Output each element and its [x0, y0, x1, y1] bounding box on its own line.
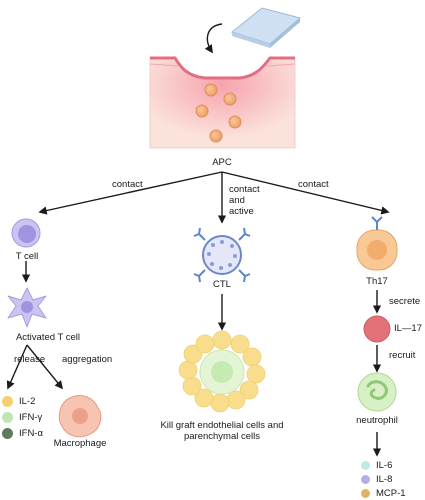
left-cytokine-legend: IL-2 IFN-γ IFN-α [2, 393, 43, 441]
ctl-label: CTL [213, 279, 231, 290]
ifn-gamma-dot-icon [2, 411, 13, 423]
graft-patch-icon [230, 7, 302, 48]
apc-cell [209, 129, 223, 143]
contact-active-label: contact and active [229, 184, 260, 217]
legend-label: MCP-1 [376, 487, 406, 499]
aggregation-label: aggregation [62, 354, 113, 365]
macrophage-label: Macrophage [53, 438, 107, 449]
arrow-patch-to-skin [204, 23, 223, 54]
il2-dot-icon [2, 395, 13, 407]
legend-item-il6: IL-6 [361, 458, 406, 472]
legend-item-ifn-gamma: IFN-γ [2, 409, 43, 425]
apc-cell [223, 92, 237, 106]
graft-endothelial-cells-icon [178, 330, 266, 413]
arrow-apc-to-th17 [221, 171, 390, 215]
legend-item-il8: IL-8 [361, 472, 406, 486]
kill-graft-label: Kill graft endothelial cells and parench… [160, 420, 284, 442]
legend-item-il2: IL-2 [2, 393, 43, 409]
macrophage-icon [58, 395, 102, 438]
il17-molecule-icon [363, 315, 391, 343]
legend-item-mcp1: MCP-1 [361, 486, 406, 500]
contact-left-label: contact [112, 179, 143, 190]
il6-dot-icon [361, 460, 370, 470]
arrow-aggregation [26, 344, 64, 390]
secrete-label: secrete [389, 296, 421, 307]
il17-label: IL—17 [394, 323, 422, 334]
activated-t-cell-label: Activated T cell [15, 332, 81, 343]
il8-dot-icon [361, 474, 370, 484]
apc-cell [204, 83, 218, 97]
skin-tissue [149, 56, 296, 149]
legend-item-ifn-alpha: IFN-α [2, 425, 43, 441]
th17-label: Th17 [366, 276, 388, 287]
t-cell-icon [11, 218, 41, 248]
t-cell-label: T cell [15, 251, 39, 262]
apc-cell [195, 104, 209, 118]
th17-cell-icon [356, 216, 398, 271]
legend-label: IFN-α [19, 427, 43, 439]
mcp1-dot-icon [361, 488, 370, 498]
release-label: release [14, 354, 46, 365]
neutrophil-icon [357, 372, 397, 412]
neutrophil-label: neutrophil [356, 415, 398, 426]
right-cytokine-legend: IL-6 IL-8 MCP-1 [361, 458, 406, 500]
ctl-icon [193, 227, 251, 283]
arrow-release [6, 344, 28, 390]
apc-cell [228, 115, 242, 129]
activated-t-cell-icon [7, 287, 47, 328]
legend-label: IL-2 [19, 395, 36, 407]
ifn-alpha-dot-icon [2, 427, 13, 439]
arrow-apc-to-tcell [38, 171, 223, 215]
legend-label: IFN-γ [19, 411, 43, 423]
legend-label: IL-6 [376, 459, 393, 471]
legend-label: IL-8 [376, 473, 393, 485]
recruit-label: recruit [389, 350, 416, 361]
contact-right-label: contact [298, 179, 329, 190]
apc-label: APC [212, 157, 232, 168]
